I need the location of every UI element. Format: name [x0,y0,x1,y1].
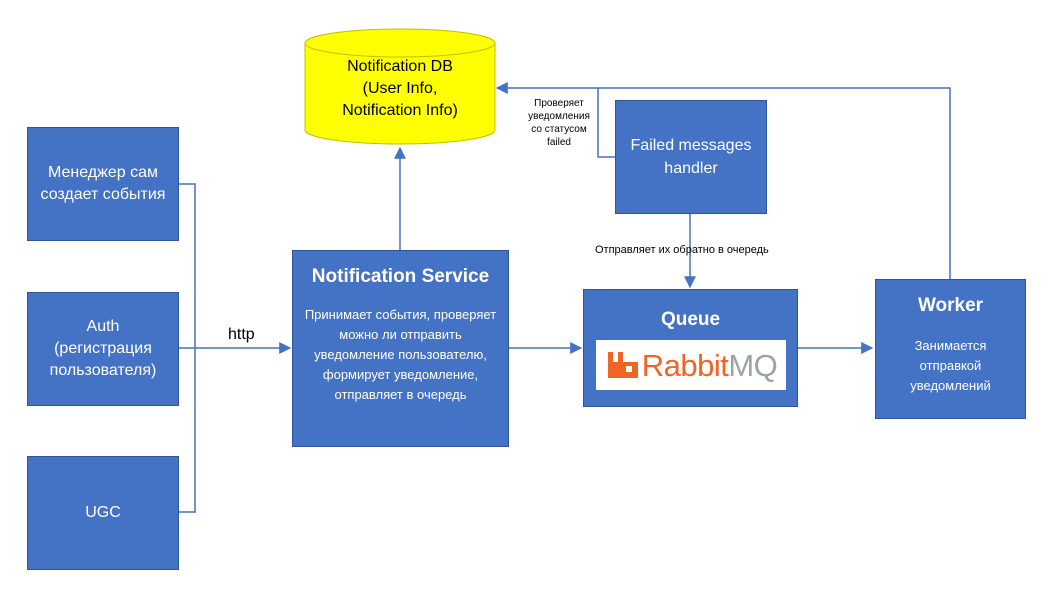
queue-box: Queue RabbitMQ [583,289,798,407]
rabbitmq-logo: RabbitMQ [595,340,786,390]
ugc-source-box: UGC [27,456,179,570]
rabbitmq-logo-icon [607,352,638,378]
notification-service-box: Notification Service Принимает события, … [292,250,509,447]
ugc-source-label: UGC [85,504,121,521]
notification-db-label: Notification DB (User Info, Notification… [342,58,458,119]
auth-source-label: Auth (регистрация пользователя) [49,318,157,379]
send-back-label: Отправляет их обратно в очередь [595,244,769,256]
rabbitmq-logo-mq: MQ [728,347,778,383]
failed-handler-to-db-line [597,88,615,158]
worker-description: Занимается отправкой уведомлений [910,338,991,393]
rabbitmq-logo-rabbit: Rabbit [641,347,729,383]
manager-source-label: Менеджер сам создает события [40,164,166,203]
auth-source-box: Auth (регистрация пользователя) [27,292,179,406]
worker-box: Worker Занимается отправкой уведомлений [875,279,1026,419]
checks-failed-label: Проверяет уведомления со статусом failed [528,98,590,148]
queue-title: Queue [660,309,721,330]
worker-to-db-arrow [495,82,951,279]
notification-service-title: Notification Service [311,266,490,287]
manager-source-box: Менеджер сам создает события [27,127,179,241]
notification-db-cylinder [304,28,496,145]
failed-messages-handler-box: Failed messages handler [615,100,767,214]
failed-messages-handler-label: Failed messages handler [630,137,752,177]
http-label: http [228,326,255,343]
notification-service-description: Принимает события, проверяет можно ли от… [304,307,497,402]
worker-title: Worker [917,295,984,316]
